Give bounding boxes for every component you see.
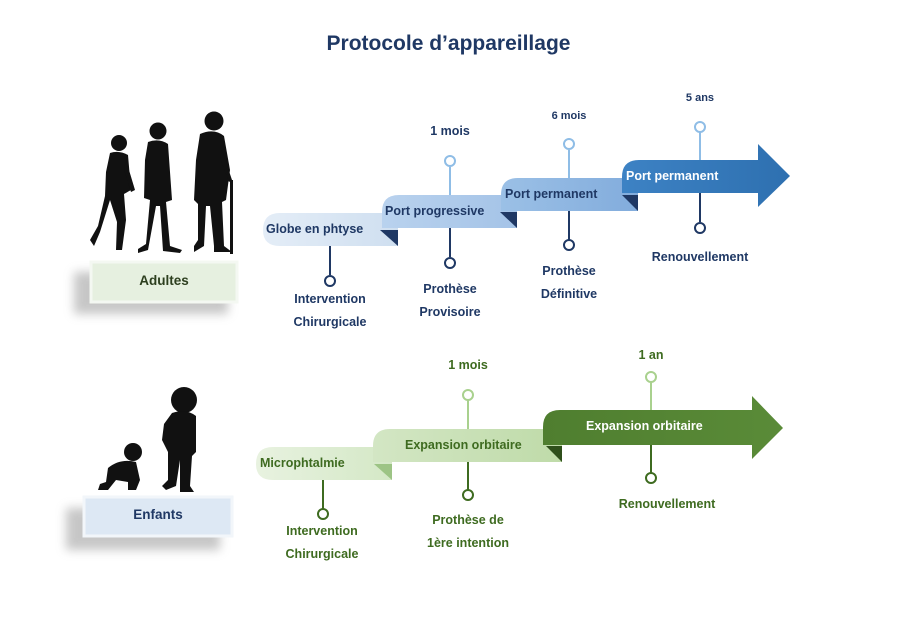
adult-stage-4-label: Port permanent (626, 169, 719, 183)
adult-stage-1-fold (380, 230, 398, 246)
child-stage-1-fold (374, 464, 392, 480)
child-connectors (317, 445, 657, 520)
adult-stage-1-label: Globe en phtyse (266, 222, 364, 236)
adult-connectors (324, 193, 706, 287)
adult-stage-3-tab (501, 178, 638, 211)
adult-connectors-top (444, 121, 706, 195)
child-stage-2-label: Expansion orbitaire (405, 438, 522, 452)
child-connectors-top (462, 371, 657, 429)
adult-stage-2-tab (382, 195, 517, 228)
adult-final-arrow (622, 144, 790, 207)
child-final-arrow (543, 396, 783, 459)
adult-stage-3-label: Port permanent (505, 187, 598, 201)
adult-stage-4-note: Renouvellement (651, 250, 749, 264)
adult-evolution-silhouette-icon (90, 111, 233, 254)
adult-stage-1-tab (263, 213, 398, 246)
child-stage-1-tab (256, 447, 392, 480)
child-stage-2-duration: 1 mois (448, 358, 488, 372)
page-title: Protocole d’appareillage (326, 32, 571, 55)
child-stage-3-note: Renouvellement (618, 497, 716, 511)
child-stage-3-duration: 1 an (638, 348, 664, 362)
child-stage-3-label: Expansion orbitaire (586, 419, 703, 433)
adult-stage-3-duration: 6 mois (551, 110, 587, 122)
adultes-plate (89, 260, 239, 304)
adult-stage-2-fold (500, 212, 517, 228)
adult-stage-2-duration: 1 mois (430, 124, 470, 138)
child-evolution-silhouette-icon (98, 387, 197, 492)
child-stage-1-label: Microphtalmie (260, 456, 345, 470)
adult-stage-2-label: Port progressive (385, 204, 485, 218)
enfants-plate (82, 495, 234, 538)
adult-stage-4-duration: 5 ans (685, 92, 715, 104)
child-stage-2-fold (546, 446, 562, 462)
enfants-label: Enfants (133, 507, 183, 522)
adult-stage-3-fold (622, 195, 638, 211)
adultes-label: Adultes (139, 273, 189, 288)
child-stage-2-tab (373, 429, 562, 462)
